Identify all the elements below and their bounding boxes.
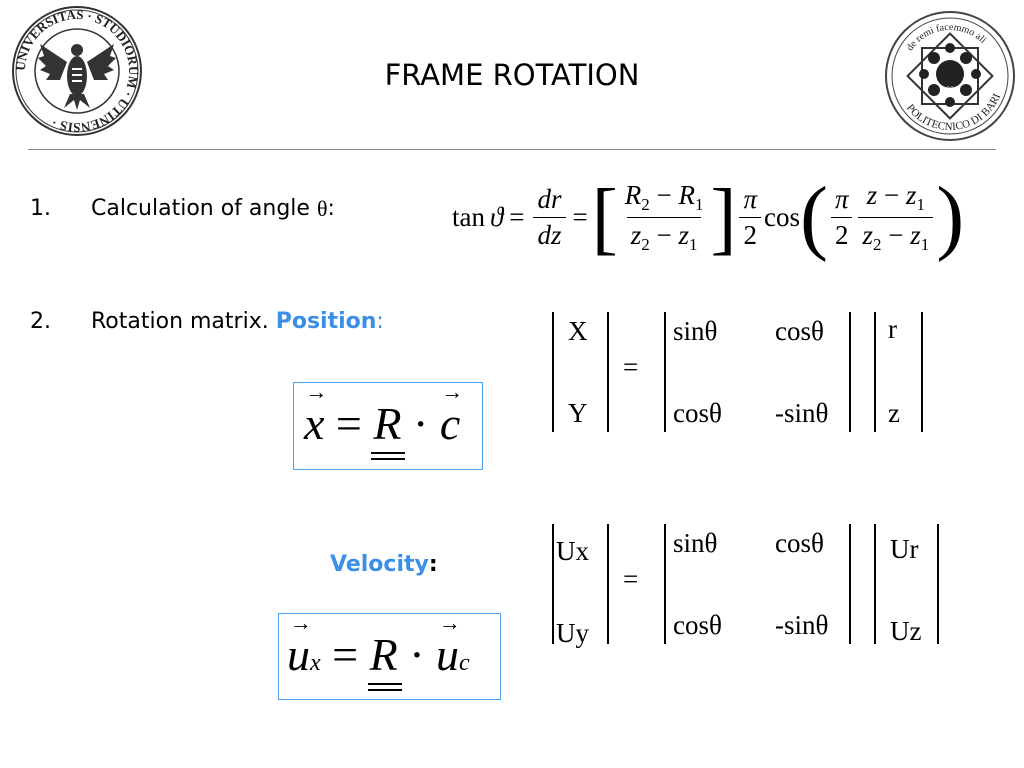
matrix-cell: -sinθ xyxy=(775,398,829,428)
velocity-ux-label: Ux xyxy=(556,536,589,566)
rotation-matrix-symbol: R xyxy=(367,628,402,691)
matrix-cell: sinθ xyxy=(673,316,718,346)
subscript-x: x xyxy=(310,650,321,676)
matrix-bar xyxy=(664,524,666,644)
matrix-cell: cosθ xyxy=(673,398,722,428)
matrix-bar xyxy=(937,524,939,644)
matrix-bar xyxy=(552,524,554,644)
matrix-cell: -sinθ xyxy=(775,610,829,640)
left-bracket: [ xyxy=(591,170,618,263)
equals-sign: = xyxy=(623,352,639,382)
matrix-cell: cosθ xyxy=(673,610,722,640)
list-suffix: : xyxy=(376,309,384,334)
matrix-bar xyxy=(849,312,851,432)
velocity-suffix: : xyxy=(428,552,438,577)
list-text: Rotation matrix. xyxy=(91,309,276,334)
dot-operator: · xyxy=(412,398,429,449)
c-vector: c→ xyxy=(439,379,464,449)
matrix-bar xyxy=(874,524,876,644)
matrix-cell: sinθ xyxy=(673,528,718,558)
left-paren: ( xyxy=(799,170,828,263)
equals-sign: = xyxy=(509,201,525,232)
fraction-numerator: R2 − R1 xyxy=(624,179,704,214)
dot-operator: · xyxy=(409,629,425,680)
fraction-denominator: z2 − z1 xyxy=(626,216,702,255)
list-item-rotation: 2. Rotation matrix. Position : xyxy=(30,309,384,334)
cos-function: cos xyxy=(763,201,800,232)
page-title: FRAME ROTATION xyxy=(384,58,640,92)
matrix-bar xyxy=(552,312,554,432)
fraction-denominator: 2 xyxy=(830,216,853,251)
z-ratio-fraction: z − z1 z2 − z1 xyxy=(858,179,934,255)
list-number: 1. xyxy=(30,196,51,221)
velocity-formula-box: u→x = R · u→c xyxy=(278,610,501,700)
equals-sign: = xyxy=(335,398,362,449)
position-y-label: Y xyxy=(568,398,588,428)
pi-over-two-fraction: π 2 xyxy=(739,184,761,251)
position-x-label: X xyxy=(568,316,588,346)
svg-text:1990: 1990 xyxy=(942,85,958,94)
list-text: Calculation of angle xyxy=(91,196,317,221)
tan-function: tan xyxy=(452,201,485,232)
equals-sign: = xyxy=(332,629,359,680)
subscript-c: c xyxy=(459,650,470,676)
position-formula: x→ = R · c→ xyxy=(304,379,464,460)
u-vector: u→ xyxy=(287,610,312,680)
position-label: Position xyxy=(275,309,377,334)
fraction-numerator: dr xyxy=(537,183,562,214)
title-divider xyxy=(28,149,996,150)
list-number: 2. xyxy=(30,309,51,334)
right-bracket: ] xyxy=(710,170,737,263)
matrix-bar xyxy=(607,524,609,644)
list-item-angle: 1. Calculation of angle θ : xyxy=(30,196,335,222)
velocity-heading: Velocity: xyxy=(330,552,438,577)
university-seal-logo: UNIVERSITAS · STUDIORUM · UTINENSIS · xyxy=(12,6,142,136)
politecnico-seal-logo: de remi facemmo ali POLITECNICO DI BARI … xyxy=(885,11,1015,141)
fraction-numerator: z − z1 xyxy=(866,179,925,214)
matrix-bar xyxy=(921,312,923,432)
fraction-denominator: z2 − z1 xyxy=(858,216,934,255)
matrix-cell: cosθ xyxy=(775,528,824,558)
matrix-bar xyxy=(874,312,876,432)
position-matrix-equation: X Y = sinθ cosθ cosθ -sinθ r z xyxy=(550,312,930,432)
position-r-label: r xyxy=(888,314,897,344)
fraction-denominator: 2 xyxy=(739,216,761,251)
position-z-label: z xyxy=(888,398,900,428)
matrix-bar xyxy=(849,524,851,644)
velocity-label: Velocity xyxy=(330,552,429,577)
fraction-numerator: π xyxy=(834,183,849,214)
velocity-uy-label: Uy xyxy=(556,618,589,648)
matrix-bar xyxy=(607,312,609,432)
theta-symbol: ϑ xyxy=(490,201,504,232)
matrix-bar xyxy=(664,312,666,432)
x-vector: x→ xyxy=(304,379,328,449)
velocity-uz-label: Uz xyxy=(890,616,922,646)
velocity-matrix-equation: Ux Uy = sinθ cosθ cosθ -sinθ Ur Uz xyxy=(550,524,942,648)
radius-ratio-fraction: R2 − R1 z2 − z1 xyxy=(621,180,708,255)
equals-sign: = xyxy=(623,564,639,594)
fraction-denominator: dz xyxy=(533,216,566,251)
equals-sign: = xyxy=(572,201,588,232)
velocity-formula: u→x = R · u→c xyxy=(287,610,470,691)
position-formula-box: x→ = R · c→ xyxy=(293,379,483,470)
pi-over-two-fraction: π 2 xyxy=(830,183,853,251)
u-vector: u→ xyxy=(436,610,461,680)
list-suffix: : xyxy=(327,196,335,221)
rotation-matrix-symbol: R xyxy=(371,397,406,460)
right-paren: ) xyxy=(936,170,965,263)
theta-symbol: θ xyxy=(316,196,328,221)
velocity-ur-label: Ur xyxy=(890,534,919,564)
dr-dz-fraction: dr dz xyxy=(533,183,566,251)
matrix-cell: cosθ xyxy=(775,316,824,346)
angle-formula: tan ϑ = dr dz = [ R2 − R1 z2 − z1 ] π 2 … xyxy=(452,170,964,264)
fraction-numerator: π xyxy=(743,183,757,214)
